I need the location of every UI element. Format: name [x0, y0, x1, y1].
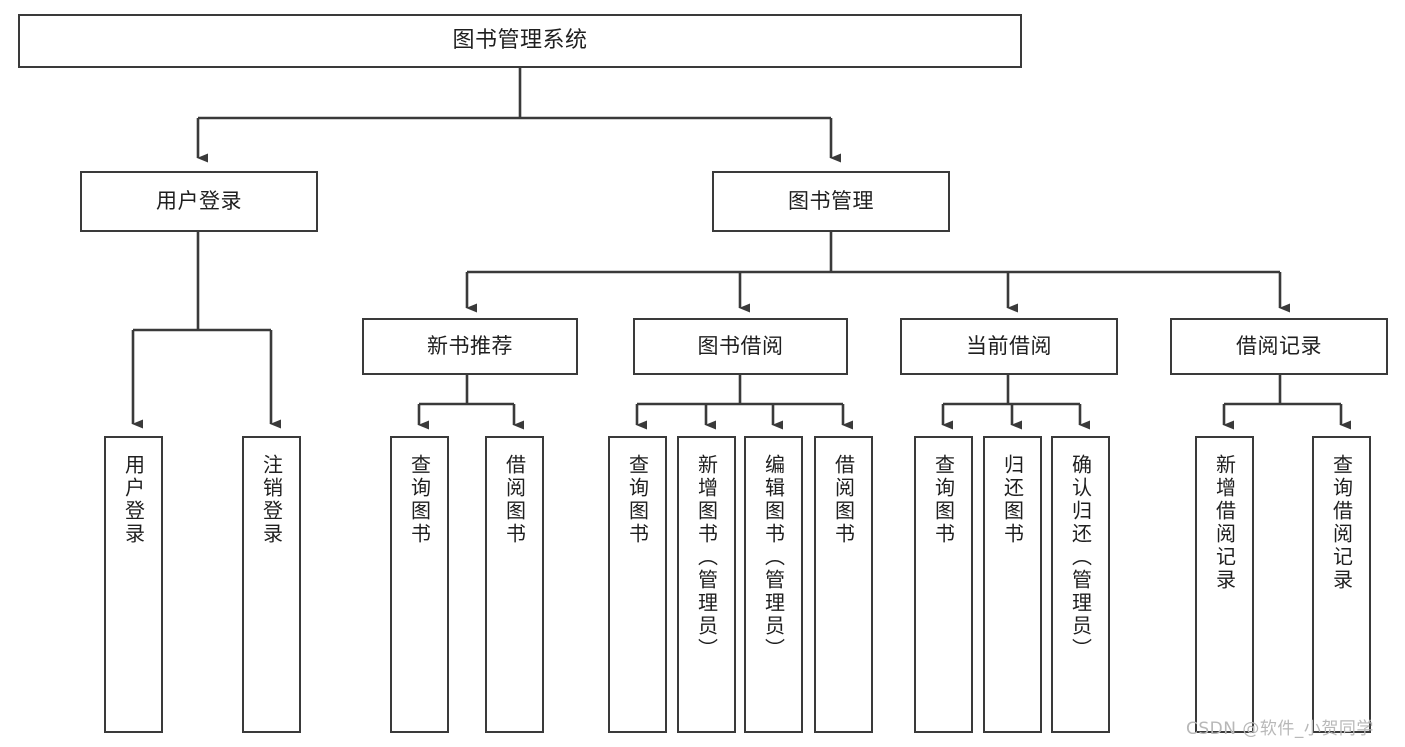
- node-label: 注销登录: [259, 454, 284, 546]
- leaf-book-borrow-add[interactable]: 新增图书（管理员）: [677, 436, 736, 733]
- node-label: 查询图书: [625, 454, 650, 546]
- node-current-borrow[interactable]: 当前借阅: [900, 318, 1118, 375]
- watermark-text: CSDN @软件_小贺同学: [1186, 719, 1374, 739]
- leaf-current-borrow-return[interactable]: 归还图书: [983, 436, 1042, 733]
- leaf-book-borrow-borrow[interactable]: 借阅图书: [814, 436, 873, 733]
- node-label: 查询图书: [931, 454, 956, 546]
- node-root-system[interactable]: 图书管理系统: [18, 14, 1022, 68]
- node-label: 编辑图书（管理员）: [761, 454, 786, 661]
- node-label: 图书管理系统: [452, 27, 588, 53]
- leaf-new-book-query[interactable]: 查询图书: [390, 436, 449, 733]
- leaf-borrow-record-query[interactable]: 查询借阅记录: [1312, 436, 1371, 733]
- node-user-login[interactable]: 用户登录: [80, 171, 318, 232]
- node-book-management[interactable]: 图书管理: [712, 171, 950, 232]
- node-label: 确认归还（管理员）: [1068, 454, 1093, 661]
- leaf-current-borrow-confirm-return[interactable]: 确认归还（管理员）: [1051, 436, 1110, 733]
- node-label: 归还图书: [1000, 454, 1025, 546]
- node-label: 当前借阅: [966, 333, 1052, 358]
- node-book-borrow[interactable]: 图书借阅: [633, 318, 848, 375]
- node-new-book-recommend[interactable]: 新书推荐: [362, 318, 578, 375]
- node-label: 新增借阅记录: [1212, 454, 1237, 592]
- node-label: 新书推荐: [427, 333, 513, 358]
- node-label: 新增图书（管理员）: [694, 454, 719, 661]
- node-label: 用户登录: [121, 454, 146, 546]
- node-label: 借阅记录: [1236, 333, 1322, 358]
- node-label: 图书管理: [788, 188, 874, 213]
- leaf-new-book-borrow[interactable]: 借阅图书: [485, 436, 544, 733]
- leaf-borrow-record-add[interactable]: 新增借阅记录: [1195, 436, 1254, 733]
- leaf-book-borrow-edit[interactable]: 编辑图书（管理员）: [744, 436, 803, 733]
- leaf-book-borrow-query[interactable]: 查询图书: [608, 436, 667, 733]
- node-label: 借阅图书: [831, 454, 856, 546]
- leaf-user-login-logout[interactable]: 注销登录: [242, 436, 301, 733]
- leaf-current-borrow-query[interactable]: 查询图书: [914, 436, 973, 733]
- node-label: 查询图书: [407, 454, 432, 546]
- node-label: 查询借阅记录: [1329, 454, 1354, 592]
- node-label: 用户登录: [156, 188, 242, 213]
- node-borrow-record[interactable]: 借阅记录: [1170, 318, 1388, 375]
- leaf-user-login-login[interactable]: 用户登录: [104, 436, 163, 733]
- node-label: 借阅图书: [502, 454, 527, 546]
- node-label: 图书借阅: [697, 333, 784, 358]
